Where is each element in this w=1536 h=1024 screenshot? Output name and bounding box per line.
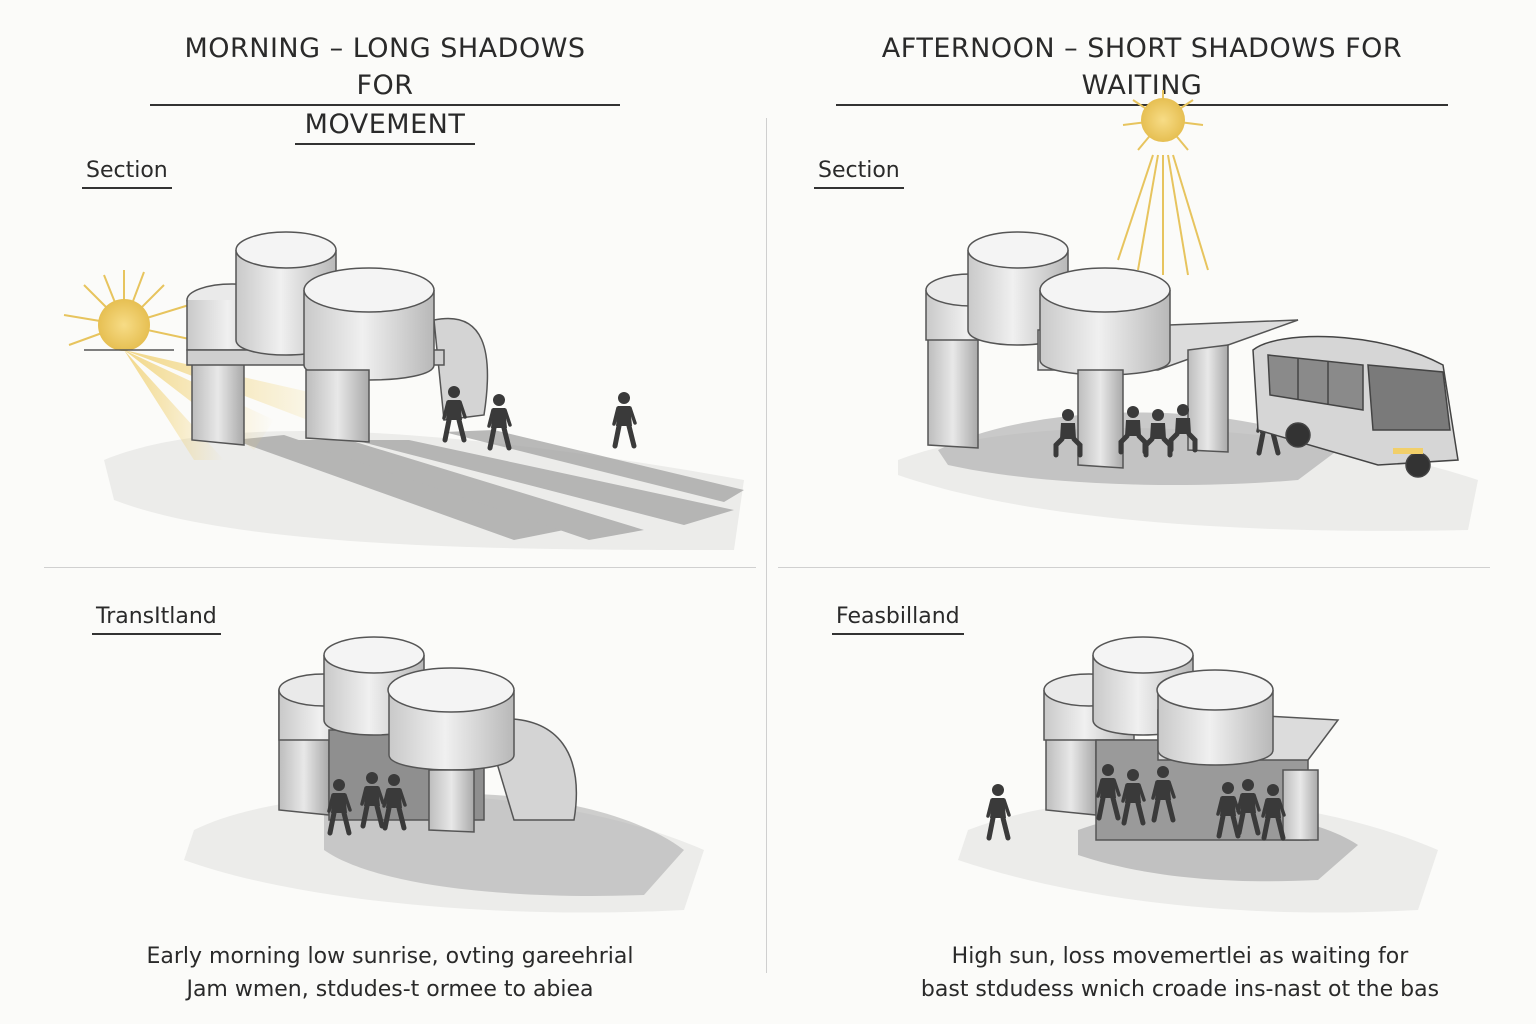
afternoon-section-drawing [898,90,1478,531]
morning-section-label: Section [82,158,172,189]
morning-caption-line1: Early morning low sunrise, ovting gareeh… [146,944,634,969]
afternoon-section-label: Section [814,158,904,189]
shelter-structure [278,636,578,833]
sun-icon [1117,90,1209,276]
sun-icon [63,270,195,351]
shelter-structure [1043,636,1340,841]
morning-caption-line2: Jam wmen, stdudes-t ormee to abiea [186,977,594,1002]
afternoon-title: AFTERNOON – SHORT SHADOWS FOR WAITING [836,30,1448,106]
afternoon-caption: High sun, loss movemertlei as waiting fo… [900,940,1460,1006]
bus-icon [1252,335,1459,478]
person-icon [614,392,635,446]
right-horizontal-divider [778,567,1490,568]
morning-title: MORNING – LONG SHADOWS FOR MOVEMENT [150,30,620,145]
morning-transition-drawing [184,636,704,913]
morning-bottom-label: TransItland [92,604,221,635]
vertical-divider [766,118,767,973]
long-shadows [234,430,744,540]
shelter-structure [186,231,489,446]
morning-section-drawing [63,231,744,550]
morning-caption: Early morning low sunrise, ovting gareeh… [120,940,660,1006]
shelter-structure [925,231,1299,469]
left-horizontal-divider [44,567,756,568]
morning-title-line1: MORNING – LONG SHADOWS FOR [150,30,620,106]
afternoon-caption-line1: High sun, loss movemertlei as waiting fo… [951,944,1409,969]
morning-title-line2: MOVEMENT [294,106,476,145]
afternoon-caption-line2: bast stdudess wnich croade ins-nast ot t… [920,977,1440,1002]
afternoon-bottom-label: Feasbilland [832,604,964,635]
afternoon-feasibility-drawing [958,636,1438,913]
afternoon-title-text: AFTERNOON – SHORT SHADOWS FOR WAITING [836,30,1448,106]
